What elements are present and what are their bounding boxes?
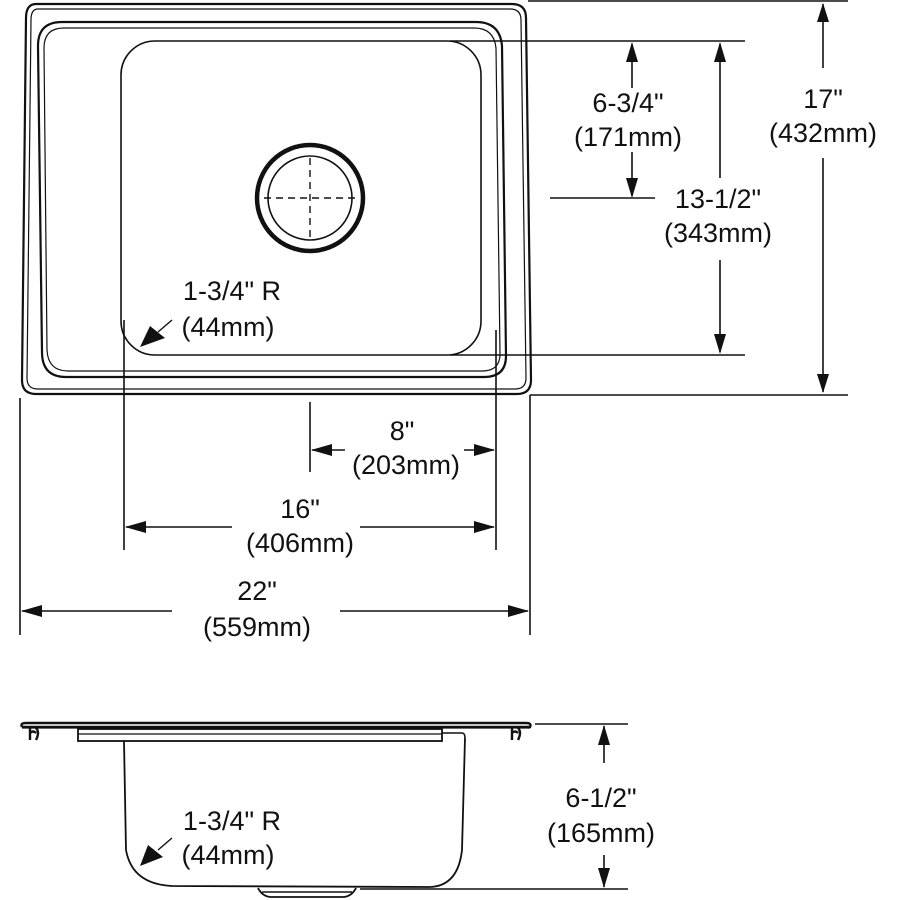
- corner-radius-top-inch: 1-3/4" R: [183, 276, 281, 306]
- extension-lines: [19, 0, 848, 635]
- callout-corner-radius-top: 1-3/4" R (44mm): [140, 276, 281, 347]
- overall-depth-mm: (432mm): [769, 118, 877, 148]
- bowl-outline: [120, 40, 482, 356]
- corner-radius-side-inch: 1-3/4" R: [183, 806, 281, 836]
- side-drain: [257, 887, 357, 898]
- overall-width-mm: (559mm): [203, 612, 311, 642]
- bowl-length-mm: (343mm): [664, 218, 772, 248]
- bowl-depth-inch: 6-1/2": [565, 783, 636, 813]
- side-rim: [20, 721, 532, 729]
- overall-depth-inch: 17": [803, 84, 843, 114]
- corner-radius-side-mm: (44mm): [182, 840, 275, 870]
- overall-width-inch: 22": [237, 576, 277, 606]
- outer-rim: [20, 2, 533, 396]
- dimension-bowl-depth: 6-1/2" (165mm): [360, 723, 655, 890]
- drain-to-right-mm: (203mm): [352, 450, 460, 480]
- dimension-bowl-width: 16" (406mm): [125, 494, 495, 558]
- bowl-width-mm: (406mm): [246, 528, 354, 558]
- drain-to-back-mm: (171mm): [574, 122, 682, 152]
- bowl-length-inch: 13-1/2": [675, 184, 761, 214]
- dimension-drain-to-back: 6-3/4" (171mm): [574, 42, 682, 198]
- outer-rim-inner-line: [26, 8, 527, 390]
- callout-corner-radius-side: 1-3/4" R (44mm): [140, 806, 281, 870]
- dimension-drain-to-right: 8" (203mm): [311, 416, 495, 480]
- deck-edge: [36, 20, 508, 379]
- dimension-bowl-length: 13-1/2" (343mm): [664, 42, 772, 354]
- drain-outer-ring: [254, 142, 366, 254]
- mounting-clip-right: [510, 727, 522, 741]
- drain-to-back-inch: 6-3/4": [592, 88, 663, 118]
- side-bowl: [123, 737, 466, 888]
- deck-edge-inner-line: [43, 27, 501, 372]
- side-view: [20, 721, 532, 898]
- deck-flange: [77, 728, 443, 742]
- top-view: [20, 2, 533, 396]
- mounting-clip-left: [28, 727, 40, 741]
- bowl-width-inch: 16": [280, 494, 320, 524]
- corner-radius-top-mm: (44mm): [182, 312, 275, 342]
- drain-to-right-inch: 8": [390, 416, 415, 446]
- bowl-depth-mm: (165mm): [547, 818, 655, 848]
- dimension-overall-width: 22" (559mm): [21, 576, 529, 642]
- flange-step: [442, 732, 466, 739]
- dimension-overall-depth: 17" (432mm): [769, 3, 877, 393]
